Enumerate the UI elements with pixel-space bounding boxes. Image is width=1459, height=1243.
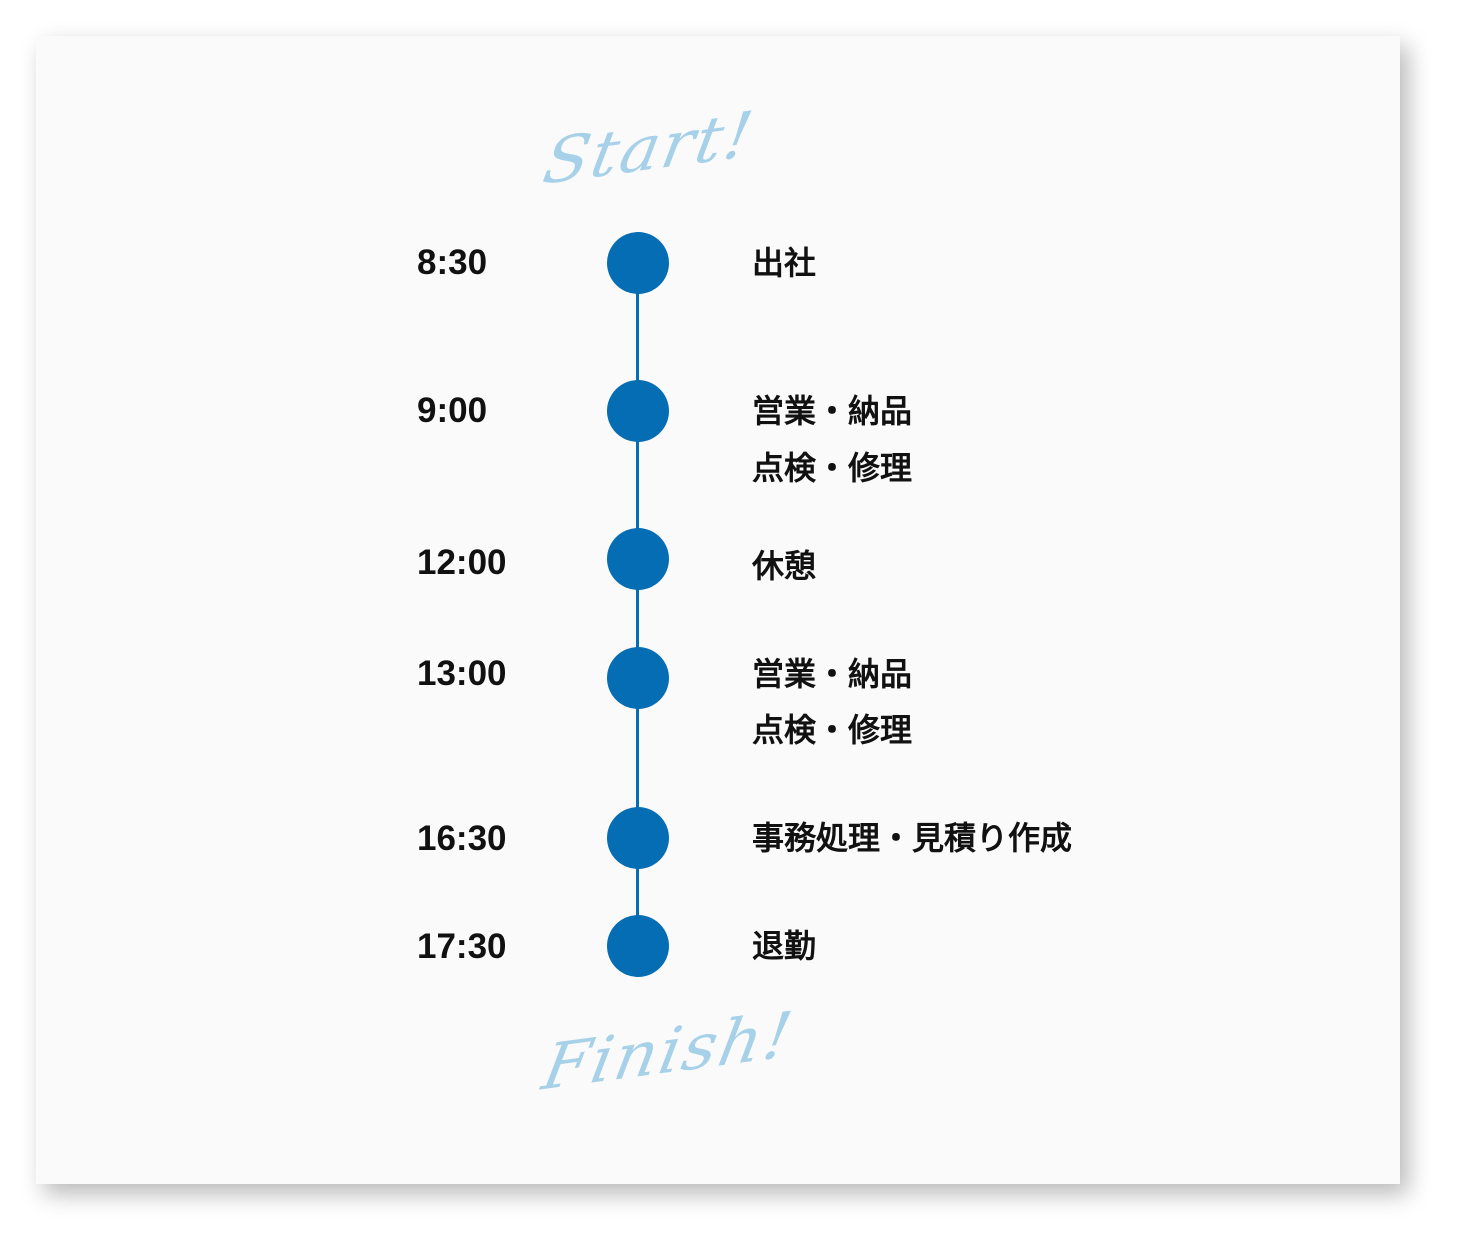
- timeline-dot: [607, 647, 669, 709]
- time-label: 13:00: [417, 654, 507, 693]
- schedule-card: [36, 36, 1400, 1184]
- timeline-line: [636, 263, 639, 946]
- timeline-dot: [607, 380, 669, 442]
- activity-label: 営業・納品: [752, 655, 913, 693]
- time-label: 8:30: [417, 243, 488, 282]
- activity-label: 休憩: [752, 547, 817, 585]
- timeline-dot: [607, 528, 669, 590]
- time-label: 12:00: [417, 543, 507, 582]
- time-label: 17:30: [417, 927, 507, 966]
- activity-label: 点検・修理: [752, 449, 913, 487]
- time-label: 16:30: [417, 819, 507, 858]
- activity-label: 退勤: [752, 927, 817, 965]
- timeline-dot: [607, 232, 669, 294]
- activity-label: 営業・納品: [752, 392, 913, 430]
- timeline-dot: [607, 807, 669, 869]
- time-label: 9:00: [417, 391, 488, 430]
- timeline-dot: [607, 915, 669, 977]
- activity-label: 出社: [752, 244, 817, 282]
- activity-label: 事務処理・見積り作成: [752, 819, 1073, 857]
- activity-label: 点検・修理: [752, 711, 913, 749]
